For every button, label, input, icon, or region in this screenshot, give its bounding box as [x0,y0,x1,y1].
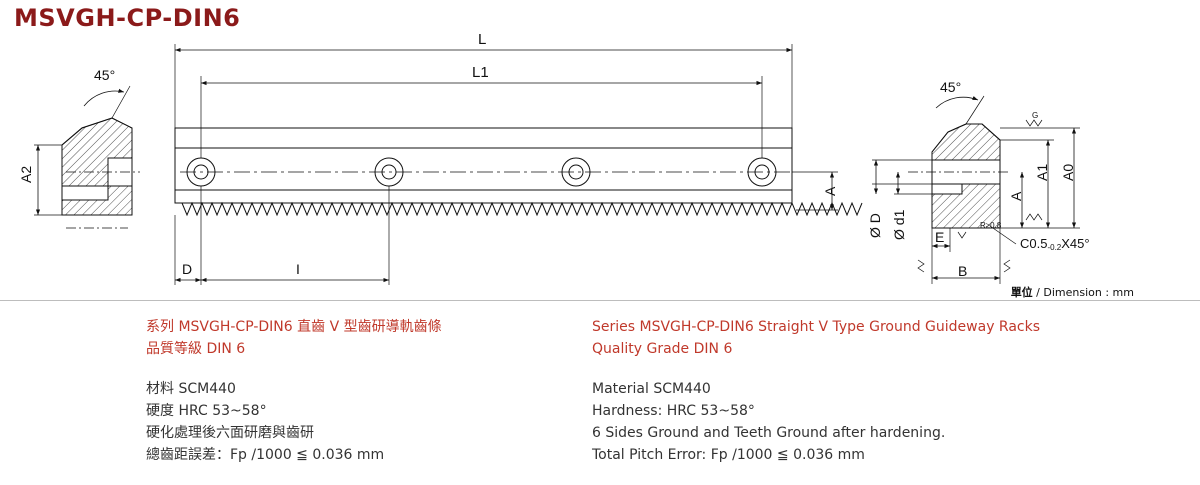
pitch-error-en: Total Pitch Error: Fp /1000 ≦ 0.036 mm [592,447,865,463]
ground-mark-label: G [1032,111,1038,120]
right-section-view [872,95,1080,284]
dim-label-d: D [182,261,192,277]
material-en: Material SCM440 [592,381,711,397]
left-side-view [34,85,140,229]
chamfer-label: C0.5-0.2X45° [1020,236,1090,252]
grade-line-en: Quality Grade DIN 6 [592,341,733,357]
dim-label-i: I [296,261,300,277]
section-divider [0,300,1200,301]
hardness-en: Hardness: HRC 53~58° [592,403,755,419]
rack-body [174,127,793,204]
ground-zh: 硬化處理後六面研磨與齒研 [146,425,314,441]
unit-note: 單位 / Dimension : mm [1010,286,1134,299]
radius-label: R≥0.8 [980,221,1002,230]
dim-label-angle-right: 45° [940,79,961,95]
spec-column-en: Series MSVGH-CP-DIN6 Straight V Type Gro… [592,316,1152,466]
grade-line-zh: 品質等級 DIN 6 [146,341,246,357]
dim-label-a1: A1 [1034,164,1050,181]
dim-label-a: A [822,186,838,196]
dim-label-l: L [478,31,486,48]
dim-label-e: E [935,229,944,245]
dim-label-angle-left: 45° [94,67,115,83]
dim-label-a-right: A [1008,191,1024,201]
ground-en: 6 Sides Ground and Teeth Ground after ha… [592,425,946,441]
dim-label-a2: A2 [18,166,34,183]
dim-label-phi-d: Ø D [867,213,883,238]
dim-label-l1: L1 [472,64,489,81]
dim-label-phi-d1: Ø d1 [891,209,907,240]
spec-column-zh: 系列 MSVGH-CP-DIN6 直齒 V 型齒研導軌齒條 品質等級 DIN 6… [146,316,566,466]
technical-drawing: A2 45° L L1 D I A [18,31,1090,285]
page-title: MSVGH-CP-DIN6 [14,4,241,32]
pitch-error-zh: 總齒距誤差：Fp /1000 ≦ 0.036 mm [146,447,385,463]
dim-label-b: B [958,263,967,279]
dim-label-a0: A0 [1060,164,1076,181]
rack-teeth [181,201,863,217]
series-line-zh: 系列 MSVGH-CP-DIN6 直齒 V 型齒研導軌齒條 [146,319,442,335]
series-line-en: Series MSVGH-CP-DIN6 Straight V Type Gro… [592,319,1041,335]
material-zh: 材料 SCM440 [146,381,236,397]
front-view-rack [174,44,863,285]
hardness-zh: 硬度 HRC 53~58° [146,403,267,419]
